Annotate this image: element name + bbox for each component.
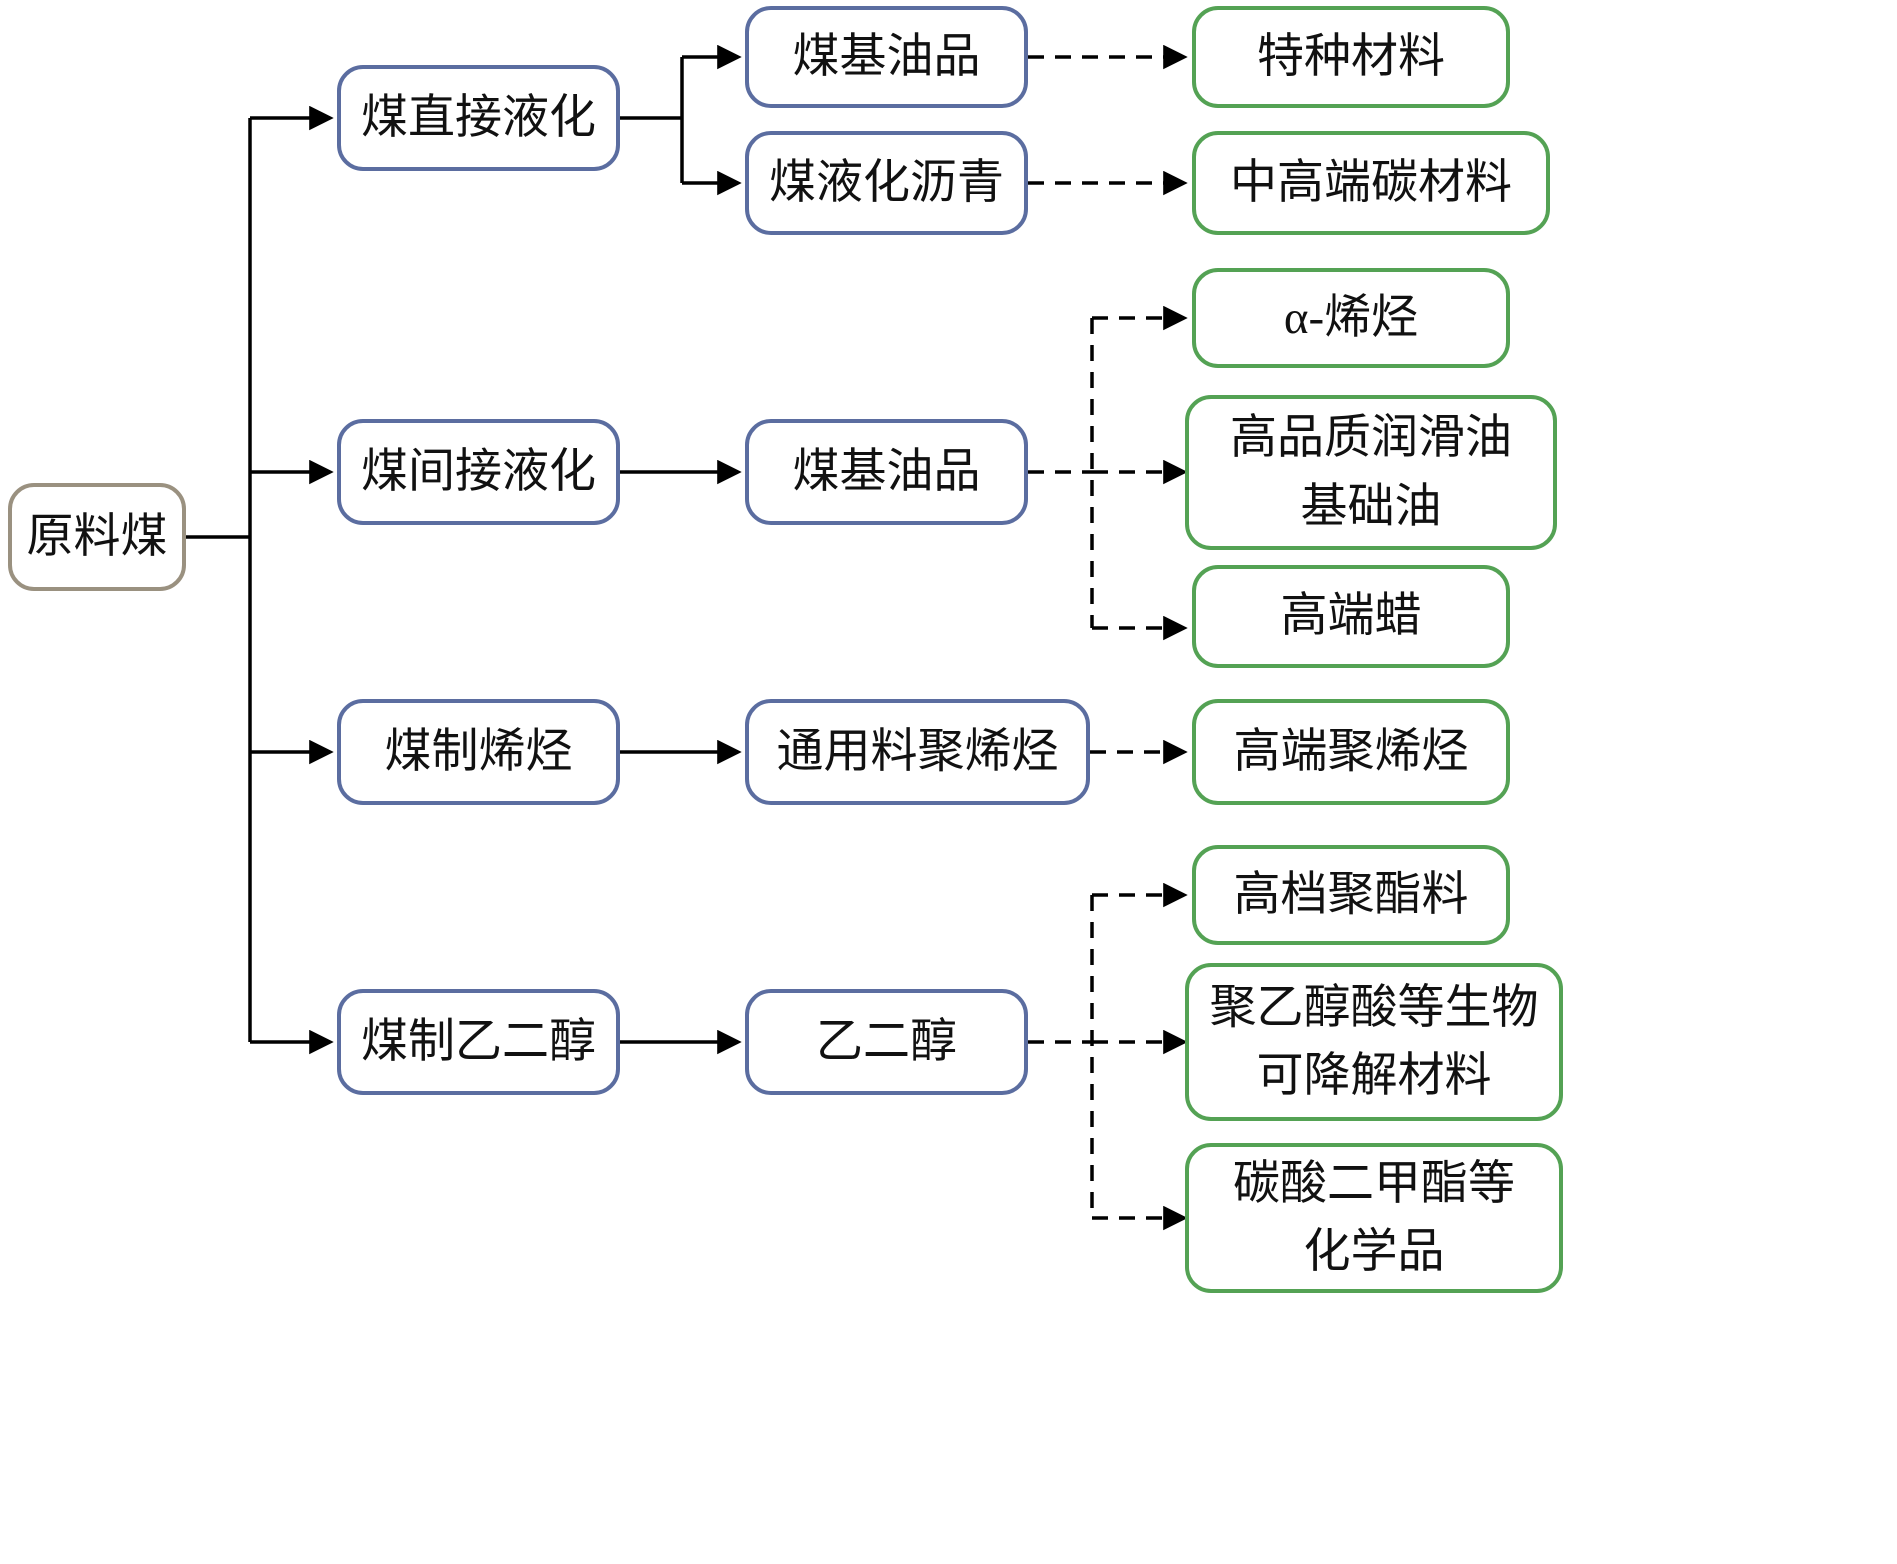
node-biodegradable-materials: 聚乙醇酸等生物 可降解材料 [1185,963,1563,1121]
node-coal-based-oil-1: 煤基油品 [745,6,1028,108]
node-dmc-chemicals: 碳酸二甲酯等 化学品 [1185,1143,1563,1293]
node-high-grade-polyester: 高档聚酯料 [1192,845,1510,945]
node-coal-direct-liquefaction: 煤直接液化 [337,65,620,171]
node-special-materials: 特种材料 [1192,6,1510,108]
node-coal-based-oil-2: 煤基油品 [745,419,1028,525]
node-mid-high-end-carbon-materials: 中高端碳材料 [1192,131,1550,235]
node-high-end-polyolefin: 高端聚烯烃 [1192,699,1510,805]
node-coal-to-olefins: 煤制烯烃 [337,699,620,805]
node-lube-base-oil: 高品质润滑油 基础油 [1185,395,1557,550]
node-coal-liquefaction-pitch: 煤液化沥青 [745,131,1028,235]
node-alpha-olefin: α-烯烃 [1192,268,1510,368]
node-raw-coal: 原料煤 [8,483,186,591]
node-coal-to-ethylene-glycol: 煤制乙二醇 [337,989,620,1095]
node-high-end-wax: 高端蜡 [1192,565,1510,668]
node-ethylene-glycol: 乙二醇 [745,989,1028,1095]
node-general-polyolefin: 通用料聚烯烃 [745,699,1090,805]
node-coal-indirect-liquefaction: 煤间接液化 [337,419,620,525]
